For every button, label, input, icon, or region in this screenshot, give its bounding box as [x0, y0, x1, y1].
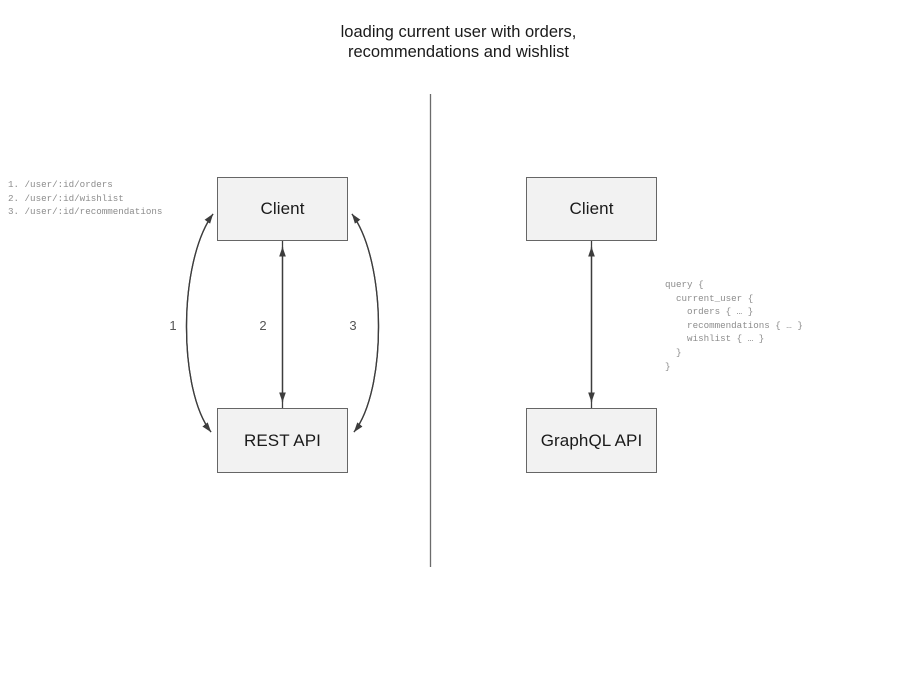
- node-rest-api[interactable]: REST API: [217, 408, 348, 473]
- rest-edge-label-1: 1: [169, 318, 177, 333]
- rest-connector-3-up: [351, 213, 380, 433]
- rest-edge-label-3: 3: [349, 318, 357, 333]
- rest-endpoint-list: 1. /user/:id/orders 2. /user/:id/wishlis…: [8, 179, 163, 218]
- node-client-graphql[interactable]: Client: [526, 177, 657, 241]
- rest-connector-1-up: [185, 213, 214, 433]
- rest-edge-label-2: 2: [259, 318, 267, 333]
- rest-connector-1-down: [185, 213, 214, 433]
- graphql-query-block: query { current_user { orders { … } reco…: [665, 279, 803, 372]
- node-graphql-api[interactable]: GraphQL API: [526, 408, 657, 473]
- diagram-title: loading current user with orders, recomm…: [340, 23, 577, 61]
- node-client-rest[interactable]: Client: [217, 177, 348, 241]
